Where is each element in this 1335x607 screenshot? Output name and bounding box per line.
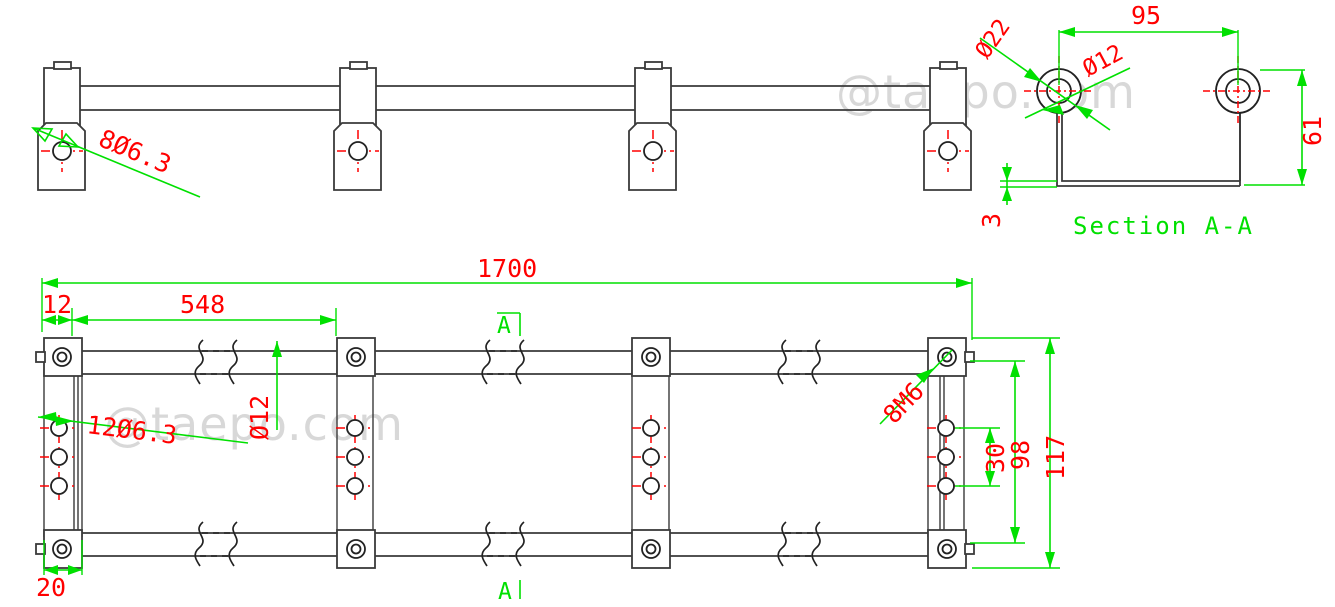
front-rail xyxy=(62,85,962,111)
break-symbol-t3 xyxy=(777,339,821,385)
plan-dim-98 xyxy=(970,360,1025,544)
break-symbol-b2 xyxy=(481,521,525,567)
plan-dim-30 xyxy=(955,427,1000,487)
plan-dim-1700 xyxy=(41,278,973,340)
plan-dim-20 xyxy=(43,540,83,575)
front-bracket-1 xyxy=(37,61,86,191)
plan-bracket-strip-3 xyxy=(631,370,670,537)
plan-dim-30-label: 30 xyxy=(981,443,1010,473)
break-symbol-b1 xyxy=(194,521,238,567)
plan-dim-117-label: 117 xyxy=(1041,435,1070,480)
section-leader-dia22 xyxy=(979,37,1111,131)
plan-dim-548-label: 548 xyxy=(180,290,225,319)
plan-clamp-8 xyxy=(927,529,975,569)
plan-bracket-strip-4 xyxy=(927,370,965,537)
plan-dim-98-label: 98 xyxy=(1006,440,1035,470)
section-caption: Section A-A xyxy=(1073,212,1254,240)
plan-clamp-6 xyxy=(631,529,671,569)
section-dim-95 xyxy=(1058,27,1239,85)
section-mark-bottom-label: A xyxy=(498,579,512,605)
plan-dim-rod-dia xyxy=(272,341,282,430)
plan-view: 1700 12 548 20 xyxy=(35,254,1070,605)
break-symbol-t2 xyxy=(481,339,525,385)
section-hole-right xyxy=(1203,56,1273,126)
front-bracket-4 xyxy=(923,61,972,191)
plan-clamp-4 xyxy=(336,529,376,569)
section-dim-3-label: 3 xyxy=(977,213,1006,228)
plan-dim-12-label: 12 xyxy=(42,290,72,319)
plan-leader-threads-label: 8M6 xyxy=(877,377,929,430)
plan-dim-548 xyxy=(72,308,337,336)
plan-clamp-3 xyxy=(336,337,376,377)
plan-bracket-strip-1 xyxy=(40,370,78,537)
plan-dim-20-label: 20 xyxy=(36,573,66,602)
section-dim-61-label: 61 xyxy=(1298,116,1327,146)
front-bracket-2 xyxy=(333,61,382,191)
front-leader-holes xyxy=(31,127,201,198)
plan-bracket-strip-2 xyxy=(336,370,374,537)
front-bracket-3 xyxy=(628,61,677,191)
section-dim-3 xyxy=(1000,163,1057,205)
section-channel xyxy=(1056,106,1241,187)
plan-clamp-7 xyxy=(927,337,975,377)
plan-side-members xyxy=(77,370,945,537)
plan-dim-12 xyxy=(42,308,73,336)
plan-dim-117 xyxy=(972,337,1060,569)
section-leader-dia12 xyxy=(1024,67,1131,119)
plan-clamp-2 xyxy=(35,529,83,569)
section-dim-95-label: 95 xyxy=(1131,1,1161,30)
plan-dim-1700-label: 1700 xyxy=(477,254,537,283)
section-leader-dia22-label: Ø22 xyxy=(971,14,1016,63)
section-dim-61 xyxy=(1244,69,1307,186)
break-symbol-b3 xyxy=(777,521,821,567)
plan-clamp-1 xyxy=(35,337,83,377)
section-mark-top-label: A xyxy=(497,313,511,339)
section-mark-top xyxy=(497,312,521,336)
front-view: 8Ø6.3 xyxy=(31,61,972,198)
break-symbol-t1 xyxy=(194,339,238,385)
plan-clamp-5 xyxy=(631,337,671,377)
plan-dim-rod-dia-label: Ø12 xyxy=(245,395,274,440)
section-view: 95 61 3 Ø22 Ø12 xyxy=(971,1,1327,240)
plan-leader-threads xyxy=(879,349,953,425)
plan-leader-holes xyxy=(37,412,249,444)
